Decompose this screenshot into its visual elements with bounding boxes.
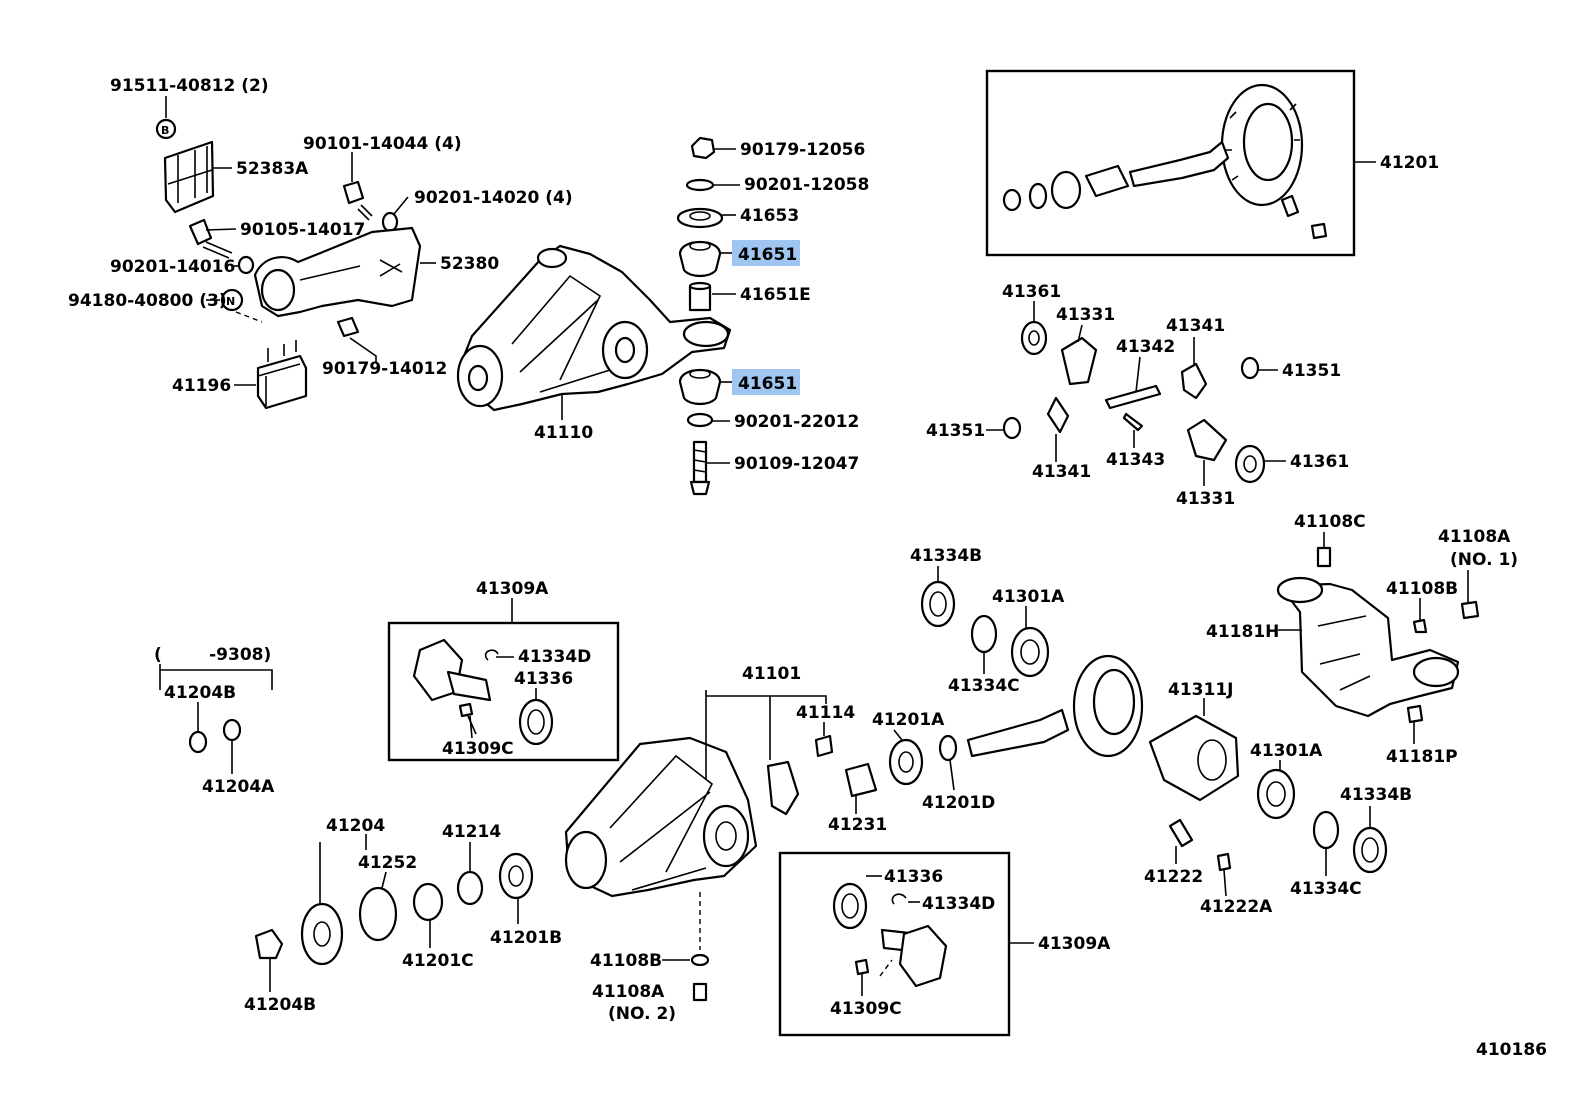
part-label[interactable]: 94180-40800 (3) (68, 291, 227, 311)
part-label[interactable]: 41201A (872, 710, 945, 730)
part-label[interactable]: 90201-14016 (110, 257, 235, 277)
part-label[interactable]: 41214 (442, 822, 501, 842)
part-label[interactable]: 90201-12058 (744, 175, 869, 195)
part-label[interactable]: 90101-14044 (4) (303, 134, 462, 154)
part-label[interactable]: 90201-14020 (4) (414, 188, 573, 208)
part-label[interactable]: 41110 (534, 423, 593, 443)
part-label[interactable]: 41101 (742, 664, 801, 684)
axle-flange-kit-right (832, 882, 948, 988)
part-label[interactable]: 90105-14017 (240, 220, 365, 240)
part-label[interactable]: 41331 (1176, 489, 1235, 509)
ring-pinion-kit-frame (985, 69, 1356, 257)
part-label[interactable]: 41334D (922, 894, 995, 914)
svg-text:B: B (161, 124, 169, 137)
part-label[interactable]: 41653 (740, 206, 799, 226)
mount-bracket-group: B N (155, 118, 422, 410)
part-label[interactable]: 41651 (738, 374, 797, 394)
part-label[interactable]: 41309A (1038, 934, 1111, 954)
part-label[interactable]: 41651E (740, 285, 811, 305)
part-label[interactable]: 41181P (1386, 747, 1458, 767)
part-label[interactable]: 41108A (592, 982, 665, 1002)
side-bearings-and-seals (920, 580, 1388, 874)
part-labels: 91511-40812 (2) 52383A 90101-14044 (4) 9… (68, 76, 1547, 1060)
svg-text:N: N (226, 295, 235, 308)
part-label[interactable]: 41336 (884, 867, 943, 887)
part-label[interactable]: 41222 (1144, 867, 1203, 887)
carrier-housing (564, 734, 834, 1002)
part-label[interactable]: 91511-40812 (2) (110, 76, 269, 96)
part-label[interactable]: 41204B (164, 683, 236, 703)
diagram-id: 410186 (1476, 1040, 1547, 1060)
part-label[interactable]: 41334B (1340, 785, 1412, 805)
part-label[interactable]: 41204A (202, 777, 275, 797)
part-label[interactable]: 41651 (738, 245, 797, 265)
part-label[interactable]: 90179-14012 (322, 359, 447, 379)
part-label[interactable]: 41301A (992, 587, 1065, 607)
highlight-41651-top (732, 240, 800, 266)
part-label[interactable]: 41311J (1168, 680, 1233, 700)
part-label[interactable]: 41336 (514, 669, 573, 689)
part-label[interactable]: 41334D (518, 647, 591, 667)
part-label[interactable]: 41341 (1032, 462, 1091, 482)
part-label[interactable]: 41222A (1200, 897, 1273, 917)
part-label[interactable]: 41343 (1106, 450, 1165, 470)
differential-carrier-assembly (456, 244, 732, 412)
part-label[interactable]: 41231 (828, 815, 887, 835)
part-label[interactable]: 41334C (1290, 879, 1362, 899)
companion-flange-group (188, 718, 534, 966)
part-label[interactable]: 41309C (830, 999, 902, 1019)
part-label[interactable]: 41201B (490, 928, 562, 948)
part-label[interactable]: 41334C (948, 676, 1020, 696)
part-label[interactable]: 41361 (1002, 282, 1061, 302)
part-label[interactable]: 41181H (1206, 622, 1279, 642)
part-label[interactable]: 41114 (796, 703, 855, 723)
part-label[interactable]: 41331 (1056, 305, 1115, 325)
part-label[interactable]: 90201-22012 (734, 412, 859, 432)
part-label[interactable]: 52380 (440, 254, 499, 274)
part-label[interactable]: 41351 (1282, 361, 1341, 381)
part-label[interactable]: 41204 (326, 816, 385, 836)
part-label[interactable]: 41334B (910, 546, 982, 566)
part-label[interactable]: 41108A (1438, 527, 1511, 547)
part-label[interactable]: 41301A (1250, 741, 1323, 761)
pinion-and-bearings (844, 654, 1240, 872)
part-label[interactable]: 41108C (1294, 512, 1366, 532)
part-label[interactable]: 41201 (1380, 153, 1439, 173)
part-label[interactable]: 41342 (1116, 337, 1175, 357)
part-label: (NO. 1) (1450, 550, 1518, 570)
part-label[interactable]: 90109-12047 (734, 454, 859, 474)
differential-pinion-gears (1002, 320, 1266, 484)
differential-cover (1276, 546, 1480, 724)
axle-flange-kit-frame-right (778, 851, 1011, 1037)
part-label[interactable]: 41196 (172, 376, 231, 396)
part-label[interactable]: 41108B (1386, 579, 1458, 599)
ring-pinion-gear-set (1002, 83, 1328, 240)
part-label[interactable]: 90179-12056 (740, 140, 865, 160)
part-label[interactable]: 41108B (590, 951, 662, 971)
part-label: (NO. 2) (608, 1004, 676, 1024)
part-label[interactable]: 41341 (1166, 316, 1225, 336)
part-label[interactable]: 41201D (922, 793, 995, 813)
part-label[interactable]: 41201C (402, 951, 474, 971)
part-label: ( -9308) (154, 645, 271, 665)
axle-flange-kit-frame-left (387, 621, 620, 762)
part-label[interactable]: 41351 (926, 421, 985, 441)
leader-lines (159, 96, 1469, 996)
part-label[interactable]: 41309A (476, 579, 549, 599)
part-label[interactable]: 41252 (358, 853, 417, 873)
part-label[interactable]: 52383A (236, 159, 309, 179)
axle-flange-kit-left (412, 638, 554, 746)
part-label[interactable]: 41309C (442, 739, 514, 759)
part-label[interactable]: 41204B (244, 995, 316, 1015)
highlight-41651-bottom (732, 369, 800, 395)
mount-cushion-stack (676, 136, 724, 496)
part-label[interactable]: 41361 (1290, 452, 1349, 472)
